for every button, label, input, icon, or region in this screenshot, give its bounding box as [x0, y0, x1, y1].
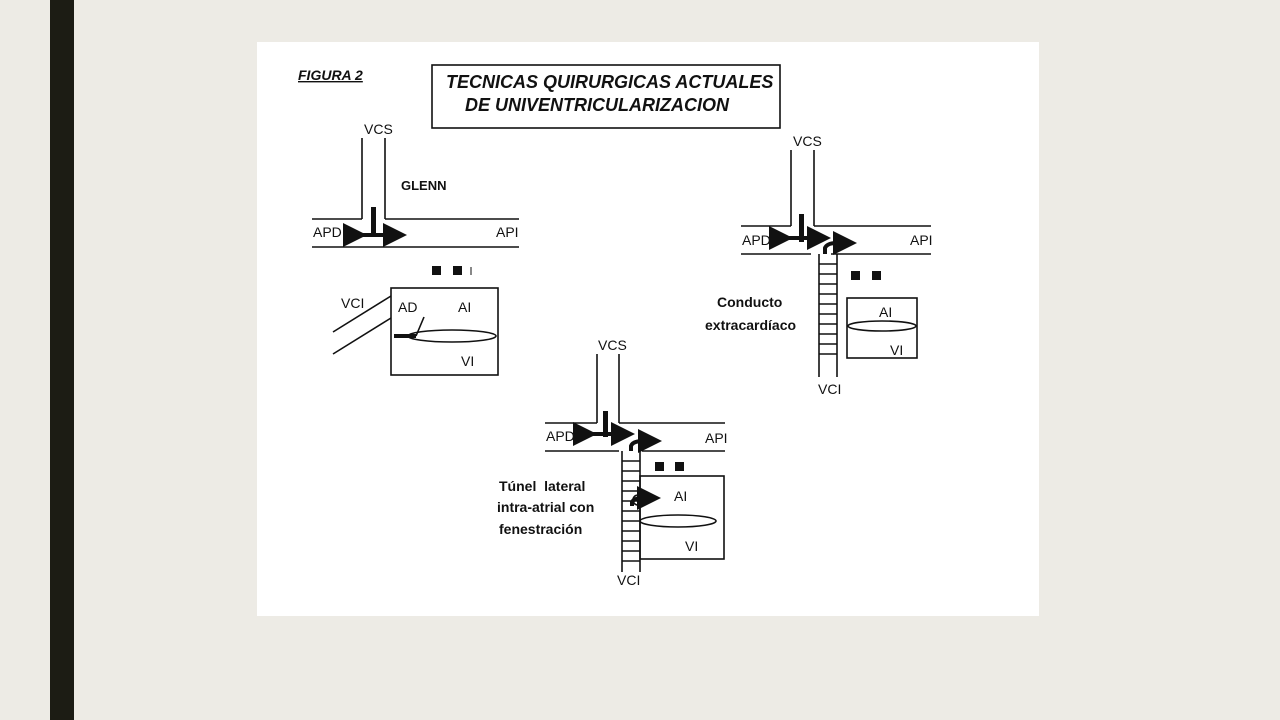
- extracardiac-conduit-diagram: VCS APD API: [705, 133, 933, 397]
- tunnel-api-label: API: [705, 430, 728, 446]
- figure-panel: FIGURA 2 TECNICAS QUIRURGICAS ACTUALES D…: [257, 42, 1039, 616]
- figure-label: FIGURA 2: [298, 67, 363, 83]
- glenn-vci-label: VCI: [341, 295, 364, 311]
- extracardiac-apd-label: APD: [742, 232, 771, 248]
- glenn-ai-label: AI: [458, 299, 471, 315]
- extracardiac-vcs-label: VCS: [793, 133, 822, 149]
- extracardiac-vi-label: VI: [890, 342, 903, 358]
- tunnel-title-line-1: Túnel lateral: [499, 478, 585, 494]
- title-line-1: TECNICAS QUIRURGICAS ACTUALES: [446, 72, 773, 92]
- glenn-vi-label: VI: [461, 353, 474, 369]
- tunnel-vci-label: VCI: [617, 572, 640, 588]
- tunnel-ai-label: AI: [674, 488, 687, 504]
- title-line-2: DE UNIVENTRICULARIZACION: [465, 95, 730, 115]
- extracardiac-title-line-1: Conducto: [717, 294, 782, 310]
- extracardiac-api-label: API: [910, 232, 933, 248]
- lateral-tunnel-diagram: VCS APD API: [497, 337, 728, 588]
- tunnel-title-line-2: intra-atrial con: [497, 499, 594, 515]
- surgical-techniques-diagram: FIGURA 2 TECNICAS QUIRURGICAS ACTUALES D…: [298, 64, 933, 588]
- glenn-diagram: VCS GLENN APD API VCI: [312, 121, 519, 376]
- extracardiac-ai-label: AI: [879, 304, 892, 320]
- extracardiac-vci-label: VCI: [818, 381, 841, 397]
- tunnel-apd-label: APD: [546, 428, 575, 444]
- glenn-title: GLENN: [401, 178, 447, 193]
- glenn-apd-label: APD: [313, 224, 342, 240]
- glenn-ad-label: AD: [398, 299, 417, 315]
- tunnel-vi-label: VI: [685, 538, 698, 554]
- slide-accent-bar: [50, 0, 74, 720]
- tunnel-title-line-3: fenestración: [499, 521, 582, 537]
- extracardiac-title-line-2: extracardíaco: [705, 317, 796, 333]
- tunnel-vcs-label: VCS: [598, 337, 627, 353]
- glenn-api-label: API: [496, 224, 519, 240]
- title-box: [431, 64, 781, 129]
- glenn-vcs-label: VCS: [364, 121, 393, 137]
